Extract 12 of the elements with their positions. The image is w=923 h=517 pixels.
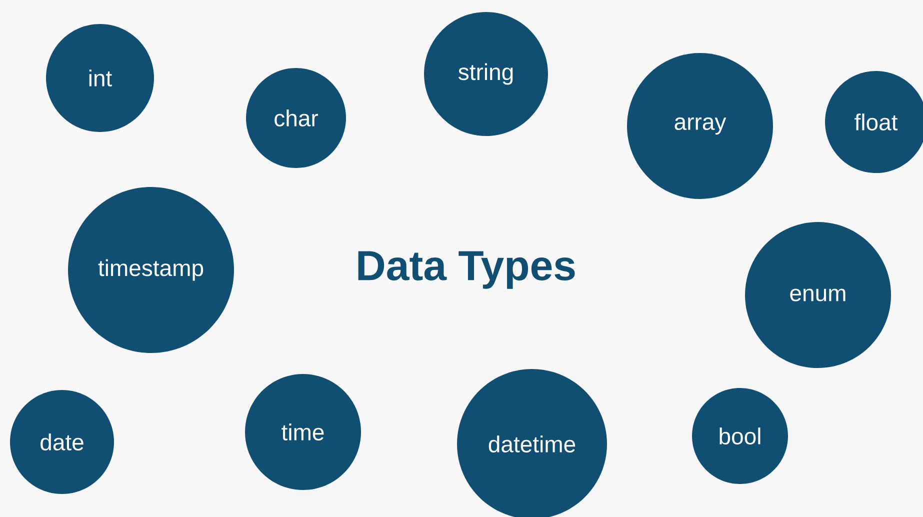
type-bubble: array bbox=[627, 53, 773, 199]
type-bubble: string bbox=[424, 12, 548, 136]
type-bubble: enum bbox=[745, 222, 891, 368]
type-bubble: char bbox=[246, 68, 346, 168]
type-bubble: timestamp bbox=[68, 187, 234, 353]
type-bubble: date bbox=[10, 390, 114, 494]
type-bubble: float bbox=[825, 71, 923, 173]
title: Data Types bbox=[358, 251, 575, 289]
type-bubble: time bbox=[245, 374, 361, 490]
type-bubble: datetime bbox=[457, 369, 607, 517]
type-bubble: int bbox=[46, 24, 154, 132]
type-bubble: bool bbox=[692, 388, 788, 484]
